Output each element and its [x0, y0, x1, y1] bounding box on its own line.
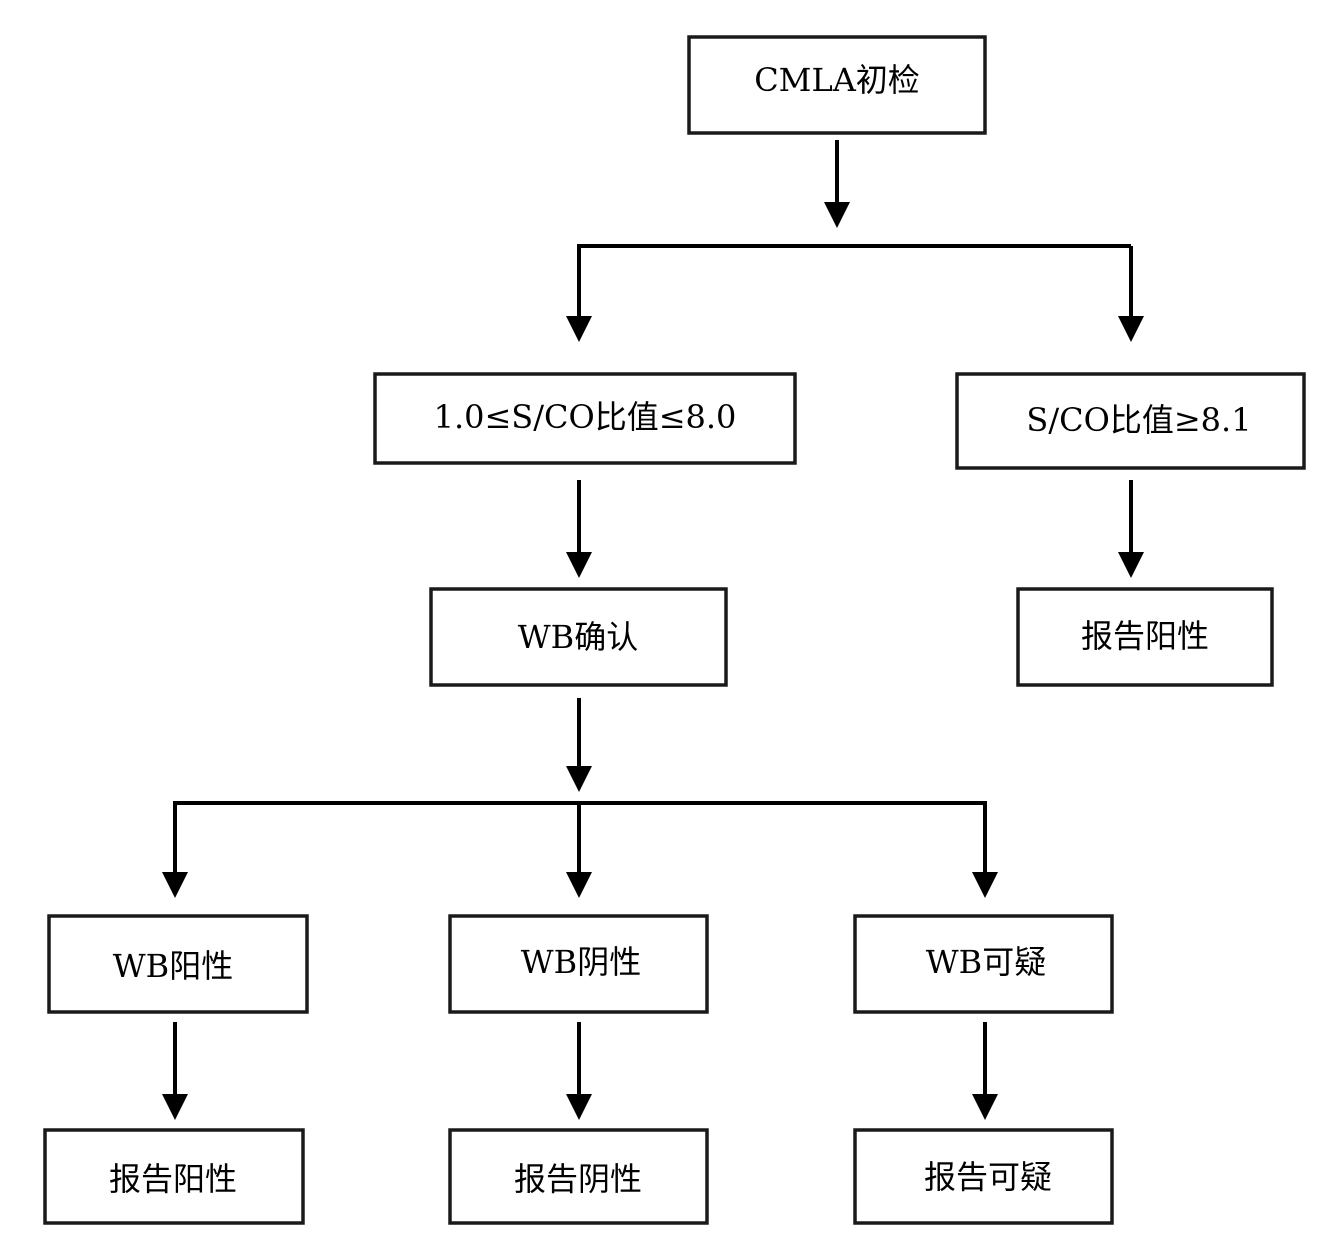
node-initial: CMLA初检 — [687, 35, 987, 135]
arrowhead-to-wb-confirm — [566, 552, 592, 578]
node-report-positive-direct-box — [1016, 587, 1274, 687]
node-report-positive-box — [43, 1128, 305, 1225]
node-high-ratio-label: S/CO比值≥8.1 — [1026, 401, 1251, 439]
arrowhead-initial-trunk — [824, 202, 850, 228]
node-wb-positive-box — [47, 914, 309, 1014]
node-wb-indeterminate: WB可疑 — [853, 914, 1114, 1014]
node-report-negative: 报告阴性 — [448, 1128, 709, 1225]
arrowhead-to-mid-ratio — [566, 316, 592, 342]
node-high-ratio: S/CO比值≥8.1 — [955, 372, 1306, 470]
arrowhead-to-wb-positive — [162, 872, 188, 898]
node-report-positive-label: 报告阳性 — [109, 1160, 237, 1198]
node-wb-negative-box — [448, 914, 709, 1014]
node-initial-box — [687, 35, 987, 135]
arrowhead-to-high-ratio — [1118, 316, 1144, 342]
node-initial-label: CMLA初检 — [754, 61, 920, 99]
arrowhead-to-report-positive-direct — [1118, 552, 1144, 578]
node-report-positive-direct-label: 报告阳性 — [1081, 617, 1209, 655]
node-report-positive: 报告阳性 — [43, 1128, 305, 1225]
node-high-ratio-box — [955, 372, 1306, 470]
node-mid-ratio-box — [373, 372, 797, 465]
node-wb-confirm-label: WB确认 — [518, 618, 638, 656]
node-report-negative-box — [448, 1128, 709, 1225]
node-wb-confirm: WB确认 — [429, 587, 728, 687]
arrowhead-to-report-positive — [162, 1094, 188, 1120]
node-mid-ratio-label: 1.0≤S/CO比值≤8.0 — [434, 398, 737, 436]
node-wb-negative: WB阴性 — [448, 914, 709, 1014]
node-wb-negative-label: WB阴性 — [521, 943, 641, 981]
node-report-positive-direct: 报告阳性 — [1016, 587, 1274, 687]
node-wb-positive: WB阳性 — [47, 914, 309, 1014]
arrowhead-to-wb-indeterminate — [972, 872, 998, 898]
arrowhead-to-wb-negative — [566, 872, 592, 898]
node-mid-ratio: 1.0≤S/CO比值≤8.0 — [373, 372, 797, 465]
node-wb-confirm-box — [429, 587, 728, 687]
node-wb-indeterminate-label: WB可疑 — [926, 943, 1046, 981]
arrowhead-wb-confirm-trunk — [566, 766, 592, 792]
connectors — [162, 140, 1144, 1120]
node-report-indeterminate-box — [853, 1128, 1114, 1225]
node-report-negative-label: 报告阴性 — [514, 1160, 642, 1198]
arrowhead-to-report-indeterminate — [972, 1094, 998, 1120]
node-report-indeterminate: 报告可疑 — [853, 1128, 1114, 1225]
node-wb-positive-label: WB阳性 — [113, 947, 233, 985]
arrowhead-to-report-negative — [566, 1094, 592, 1120]
node-wb-indeterminate-box — [853, 914, 1114, 1014]
node-report-indeterminate-label: 报告可疑 — [924, 1158, 1052, 1196]
